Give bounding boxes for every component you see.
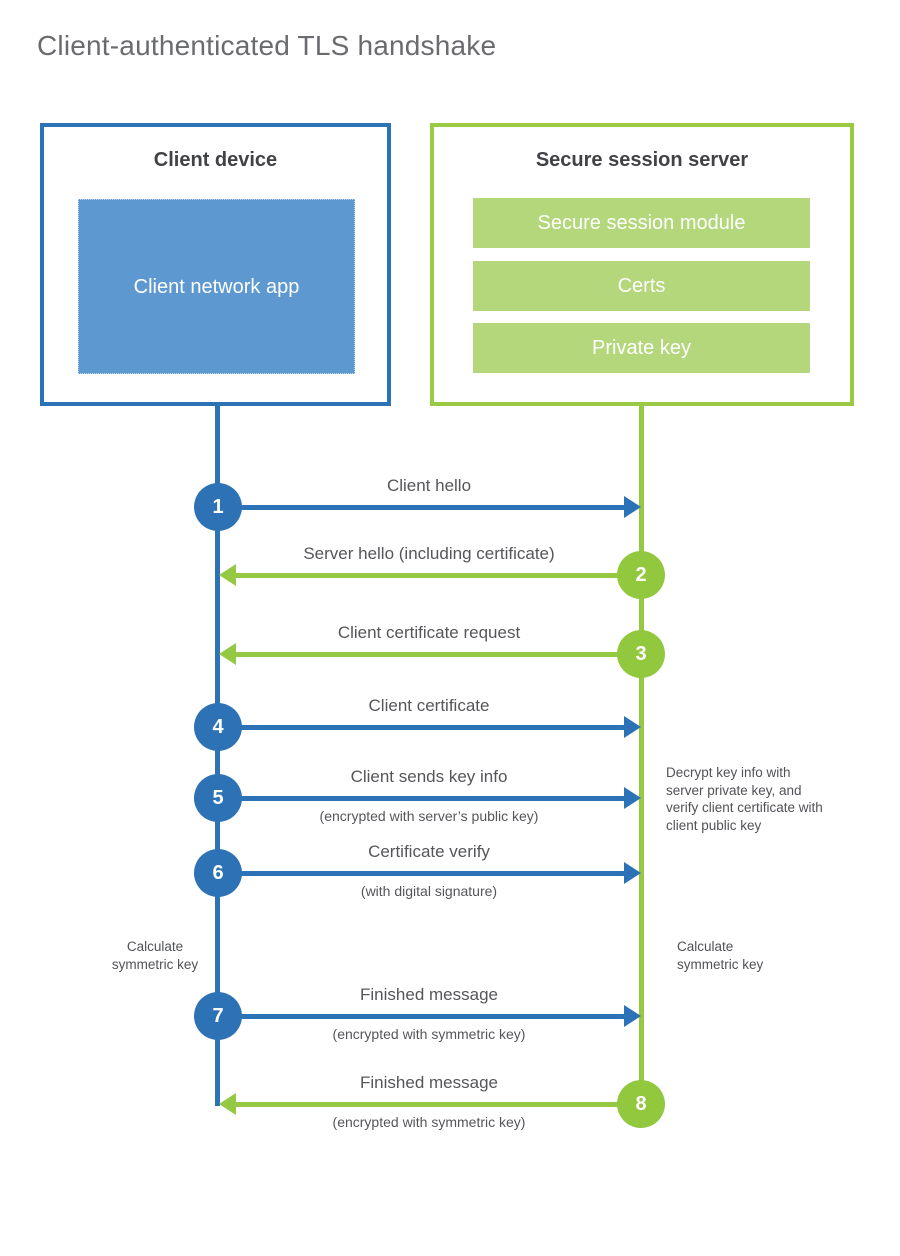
- arrowhead-right-icon: [624, 496, 641, 518]
- server-module-secure-session: Secure session module: [473, 198, 810, 248]
- step-circle-8: 8: [617, 1080, 665, 1128]
- message-label: Finished message: [360, 1073, 498, 1092]
- step-circle-7: 7: [194, 992, 242, 1040]
- arrowhead-right-icon: [624, 862, 641, 884]
- message-label: Certificate verify: [368, 842, 490, 861]
- message-line: [218, 725, 626, 730]
- secure-session-server-title: Secure session server: [535, 149, 749, 171]
- calculate-symmetric-key-note-server: Calculate symmetric key: [677, 939, 764, 972]
- message-label: Client hello: [386, 476, 472, 495]
- decrypt-key-note: Decrypt key info with server private key…: [666, 765, 823, 833]
- message-line: [218, 505, 626, 510]
- client-device-title: Client device: [153, 149, 278, 171]
- message-label: Server hello (including certificate): [303, 544, 555, 563]
- message-label: Finished message: [360, 985, 498, 1004]
- arrowhead-left-icon: [219, 643, 236, 665]
- step-circle-6: 6: [194, 849, 242, 897]
- client-network-app-box: Client network app: [78, 199, 355, 374]
- message-label: Client sends key info: [350, 767, 508, 786]
- server-lifeline: [639, 405, 644, 1105]
- message-line: [218, 1014, 626, 1019]
- message-line: [218, 796, 626, 801]
- arrowhead-right-icon: [624, 716, 641, 738]
- step-circle-1: 1: [194, 483, 242, 531]
- message-sublabel: (encrypted with symmetric key): [332, 1026, 526, 1042]
- server-module-certs: Certs: [473, 261, 810, 311]
- message-sublabel: (with digital signature): [360, 883, 498, 899]
- message-line: [233, 652, 641, 657]
- arrowhead-right-icon: [624, 1005, 641, 1027]
- client-lifeline: [215, 405, 220, 1106]
- server-module-private-key: Private key: [473, 323, 810, 373]
- step-circle-2: 2: [617, 551, 665, 599]
- arrowhead-right-icon: [624, 787, 641, 809]
- message-line: [233, 1102, 641, 1107]
- step-circle-4: 4: [194, 703, 242, 751]
- arrowhead-left-icon: [219, 1093, 236, 1115]
- message-line: [218, 871, 626, 876]
- message-label: Client certificate: [368, 696, 490, 715]
- calculate-symmetric-key-note-client: Calculate symmetric key: [111, 939, 199, 972]
- step-circle-3: 3: [617, 630, 665, 678]
- page-title: Client-authenticated TLS handshake: [37, 30, 497, 61]
- client-network-app-label: Client network app: [133, 275, 300, 298]
- step-circle-5: 5: [194, 774, 242, 822]
- message-sublabel: (encrypted with symmetric key): [332, 1114, 526, 1130]
- message-label: Client certificate request: [337, 623, 521, 642]
- message-sublabel: (encrypted with server’s public key): [319, 808, 539, 824]
- message-line: [233, 573, 641, 578]
- arrowhead-left-icon: [219, 564, 236, 586]
